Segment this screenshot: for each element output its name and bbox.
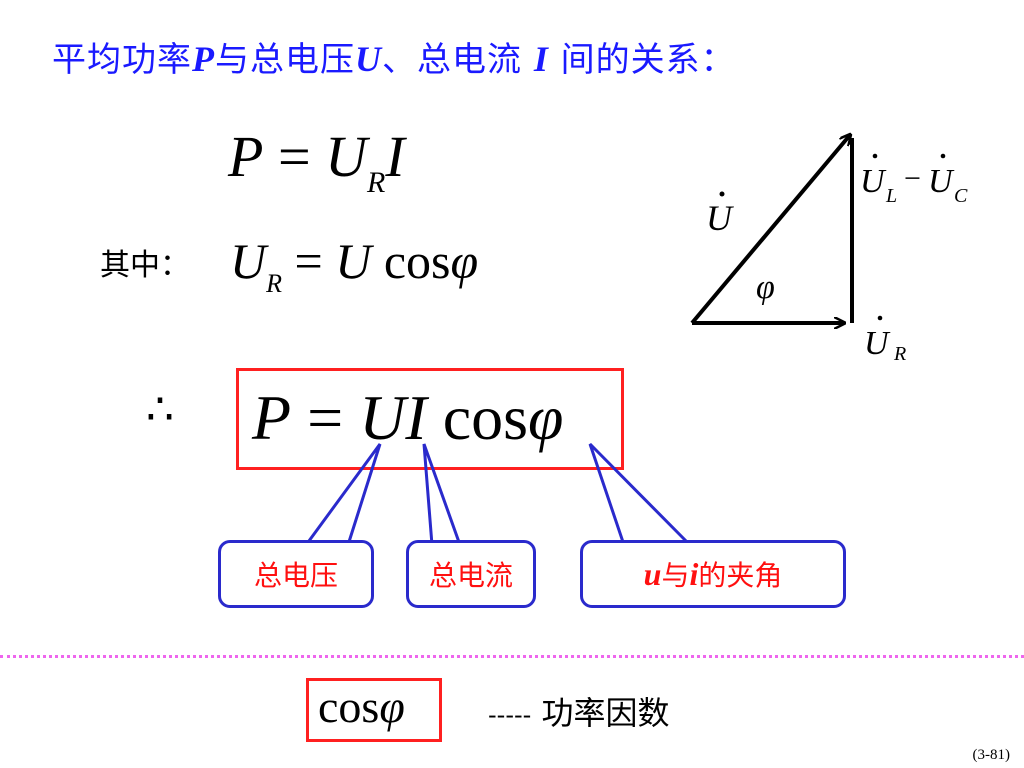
power-factor-caption: ----- 功率因数 bbox=[488, 688, 670, 734]
callout-angle-u: u bbox=[643, 555, 662, 592]
phasor-u-dot bbox=[719, 191, 725, 197]
phasor-minus: − bbox=[904, 162, 921, 195]
page-number: (3-81) bbox=[972, 747, 1011, 763]
title-var-i: I bbox=[533, 39, 549, 79]
title-var-p: P bbox=[192, 39, 215, 79]
title-var-u: U bbox=[355, 39, 382, 79]
callout-total-voltage: 总电压 bbox=[218, 540, 374, 608]
main-equation-box bbox=[236, 368, 624, 470]
eq1-u: U bbox=[325, 124, 368, 189]
phasor-ur-label: U bbox=[864, 325, 891, 362]
connector-voltage bbox=[304, 443, 382, 546]
title-text-1: 平均功率 bbox=[52, 40, 192, 80]
eq2-sub-r: R bbox=[266, 269, 282, 298]
power-factor-box bbox=[306, 678, 442, 742]
phasor-ul-label: U bbox=[860, 163, 887, 200]
title-text-4: 间的关系： bbox=[548, 40, 736, 80]
phasor-uc-sub: C bbox=[954, 185, 968, 207]
main-eq-p: P bbox=[252, 382, 292, 453]
callout-angle-tail: 的夹角 bbox=[698, 559, 783, 592]
eq1-p: P bbox=[228, 124, 264, 189]
connector-current bbox=[422, 443, 462, 546]
eq1-sub-r: R bbox=[367, 166, 386, 199]
eq2-u: U bbox=[230, 233, 267, 289]
phasor-u-label: U bbox=[706, 198, 734, 238]
callout-total-current: 总电流 bbox=[406, 540, 536, 608]
title-text-3: 、总电流 bbox=[382, 40, 534, 80]
phasor-ur-sub: R bbox=[893, 343, 906, 365]
phasor-ul-dot bbox=[872, 153, 878, 159]
main-eq-phi: φ bbox=[528, 382, 564, 453]
eq2-u2: U bbox=[335, 233, 372, 289]
footer-cos: cos bbox=[318, 681, 380, 732]
footer-phi: φ bbox=[379, 681, 405, 732]
where-label: 其中： bbox=[100, 248, 190, 283]
phasor-ul-sub: L bbox=[885, 185, 897, 207]
phasor-uc-dot bbox=[940, 153, 946, 159]
eq1-i: I bbox=[385, 124, 405, 189]
phasor-hypotenuse-arrow bbox=[690, 135, 850, 325]
main-equation: P = UI cosφ bbox=[252, 386, 563, 450]
footer-meaning: 功率因数 bbox=[531, 694, 670, 732]
main-eq-equals: = bbox=[291, 382, 360, 453]
power-factor-symbol: cosφ bbox=[318, 684, 405, 730]
callout-angle-mid: 与 bbox=[661, 559, 690, 592]
therefore-symbol: ∴ bbox=[146, 385, 174, 434]
main-eq-cos: cos bbox=[426, 382, 529, 453]
callout-angle-i: i bbox=[689, 555, 699, 592]
footer-dashes: ----- bbox=[488, 701, 532, 729]
eq2-cos: cos bbox=[371, 233, 451, 289]
callout-phase-angle: u 与 i 的夹角 bbox=[580, 540, 846, 608]
dotted-divider bbox=[0, 655, 1024, 658]
phasor-angle-phi: φ bbox=[756, 269, 775, 306]
eq2-equals: = bbox=[282, 233, 336, 289]
phasor-uc-label: U bbox=[928, 163, 955, 200]
phasor-ur-dot bbox=[877, 315, 883, 321]
equation-power-ur: P = URI bbox=[228, 128, 405, 198]
title-text-2: 与总电压 bbox=[215, 40, 355, 80]
slide-title: 平均功率P与总电压U、总电流 I 间的关系： bbox=[52, 32, 736, 81]
connector-angle bbox=[588, 442, 692, 547]
main-eq-ui: UI bbox=[359, 382, 427, 453]
phasor-triangle: U φ U L − U C U R bbox=[690, 120, 968, 365]
eq1-equals: = bbox=[263, 124, 326, 189]
eq2-phi: φ bbox=[450, 233, 479, 289]
equation-ur: UR = U cosφ bbox=[230, 233, 479, 297]
